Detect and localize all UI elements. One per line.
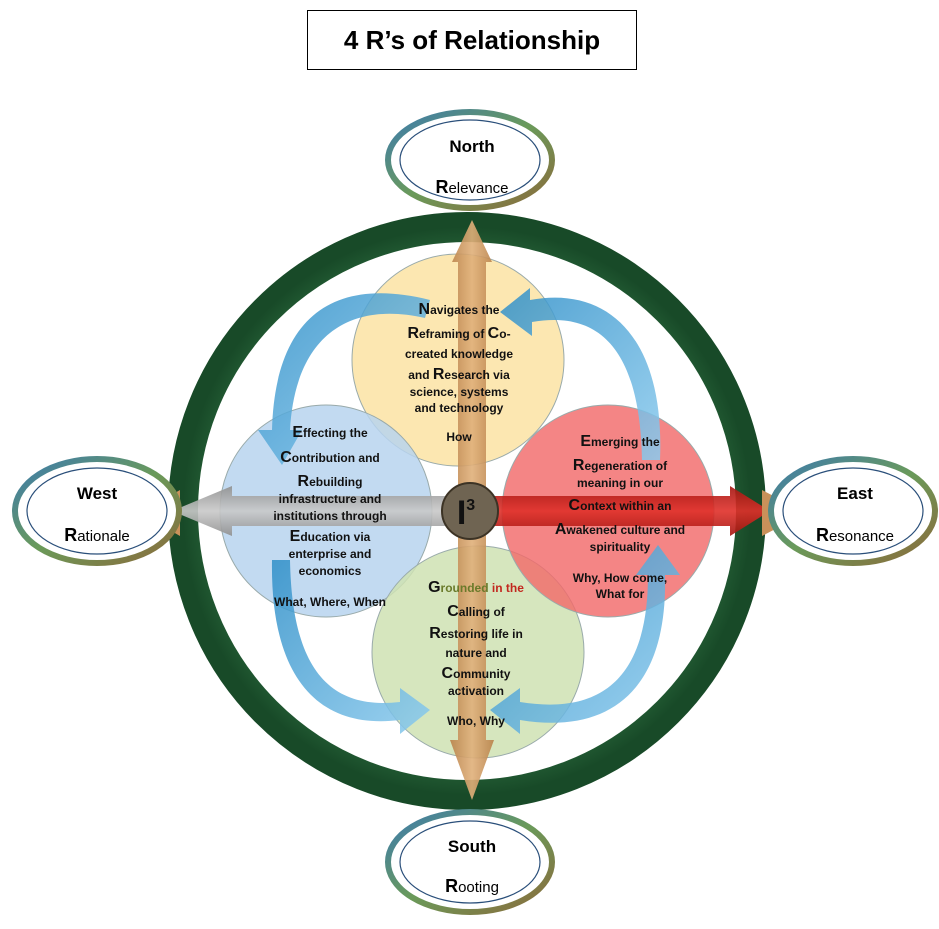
north-label: Relevance <box>435 177 508 197</box>
svg-text:and technology: and technology <box>415 401 504 415</box>
svg-text:nature and: nature and <box>445 646 506 660</box>
svg-text:infrastructure and: infrastructure and <box>279 492 382 506</box>
svg-text:meaning in our: meaning in our <box>577 476 663 490</box>
west-node: West Rationale <box>12 456 182 566</box>
svg-text:Calling of: Calling of <box>447 603 506 620</box>
svg-text:activation: activation <box>448 684 504 698</box>
east-petal-text: Emerging the Regeneration of meaning in … <box>555 433 685 601</box>
west-petal-text: Effecting the Contribution and Rebuildin… <box>273 424 386 609</box>
diagram-title: 4 R’s of Relationship <box>343 24 601 55</box>
west-heading: West <box>77 484 118 503</box>
south-label: Rooting <box>445 876 499 896</box>
south-petal-text: Grounded in the Calling of Restoring lif… <box>428 579 524 728</box>
svg-text:Effecting the: Effecting the <box>292 424 368 441</box>
svg-text:Restoring life in: Restoring life in <box>429 625 523 642</box>
title-box: 4 R’s of Relationship <box>307 10 637 70</box>
svg-text:Rebuilding: Rebuilding <box>298 473 363 490</box>
svg-text:Reframing of Co-: Reframing of Co- <box>407 325 510 342</box>
svg-text:Education via: Education via <box>290 528 371 545</box>
west-arrow <box>172 486 470 536</box>
svg-text:Who, Why: Who, Why <box>447 714 505 728</box>
east-arrow <box>470 486 770 536</box>
svg-text:enterprise and: enterprise and <box>289 547 372 561</box>
svg-text:Emerging the: Emerging the <box>580 433 660 450</box>
east-label: Resonance <box>816 525 894 545</box>
svg-text:created knowledge: created knowledge <box>405 347 513 361</box>
west-label: Rationale <box>64 525 130 545</box>
svg-text:institutions through: institutions through <box>273 509 386 523</box>
svg-text:Awakened culture and: Awakened culture and <box>555 521 685 538</box>
svg-text:economics: economics <box>299 564 362 578</box>
north-node: North Relevance <box>385 109 555 211</box>
center-label: I3 <box>457 494 475 532</box>
curve-arrow-top-left <box>258 293 430 465</box>
svg-text:Navigates the: Navigates the <box>419 301 500 318</box>
svg-text:Regeneration of: Regeneration of <box>573 457 668 474</box>
svg-text:Contribution and: Contribution and <box>280 449 380 466</box>
curve-arrow-top-right <box>500 288 661 460</box>
svg-text:and Research via: and Research via <box>408 366 510 383</box>
svg-text:Community: Community <box>442 665 511 682</box>
svg-text:What for: What for <box>596 587 645 601</box>
center-hub <box>441 482 499 540</box>
svg-text:spirituality: spirituality <box>590 540 651 554</box>
south-node: South Rooting <box>385 809 555 915</box>
east-heading: East <box>837 484 873 503</box>
south-heading: South <box>448 837 496 856</box>
curve-arrow-bottom-right <box>490 545 680 734</box>
north-petal-text: Navigates the Reframing of Co- created k… <box>405 301 513 444</box>
svg-text:science, systems: science, systems <box>410 385 509 399</box>
svg-text:Why, How come,: Why, How come, <box>573 571 667 585</box>
east-node: East Resonance <box>768 456 938 566</box>
svg-text:Grounded in the: Grounded in the <box>428 579 524 596</box>
north-heading: North <box>449 137 494 156</box>
svg-text:What, Where, When: What, Where, When <box>274 595 386 609</box>
curve-arrow-bottom-left <box>271 560 430 734</box>
svg-text:Context within an: Context within an <box>569 497 672 514</box>
svg-text:How: How <box>446 430 472 444</box>
